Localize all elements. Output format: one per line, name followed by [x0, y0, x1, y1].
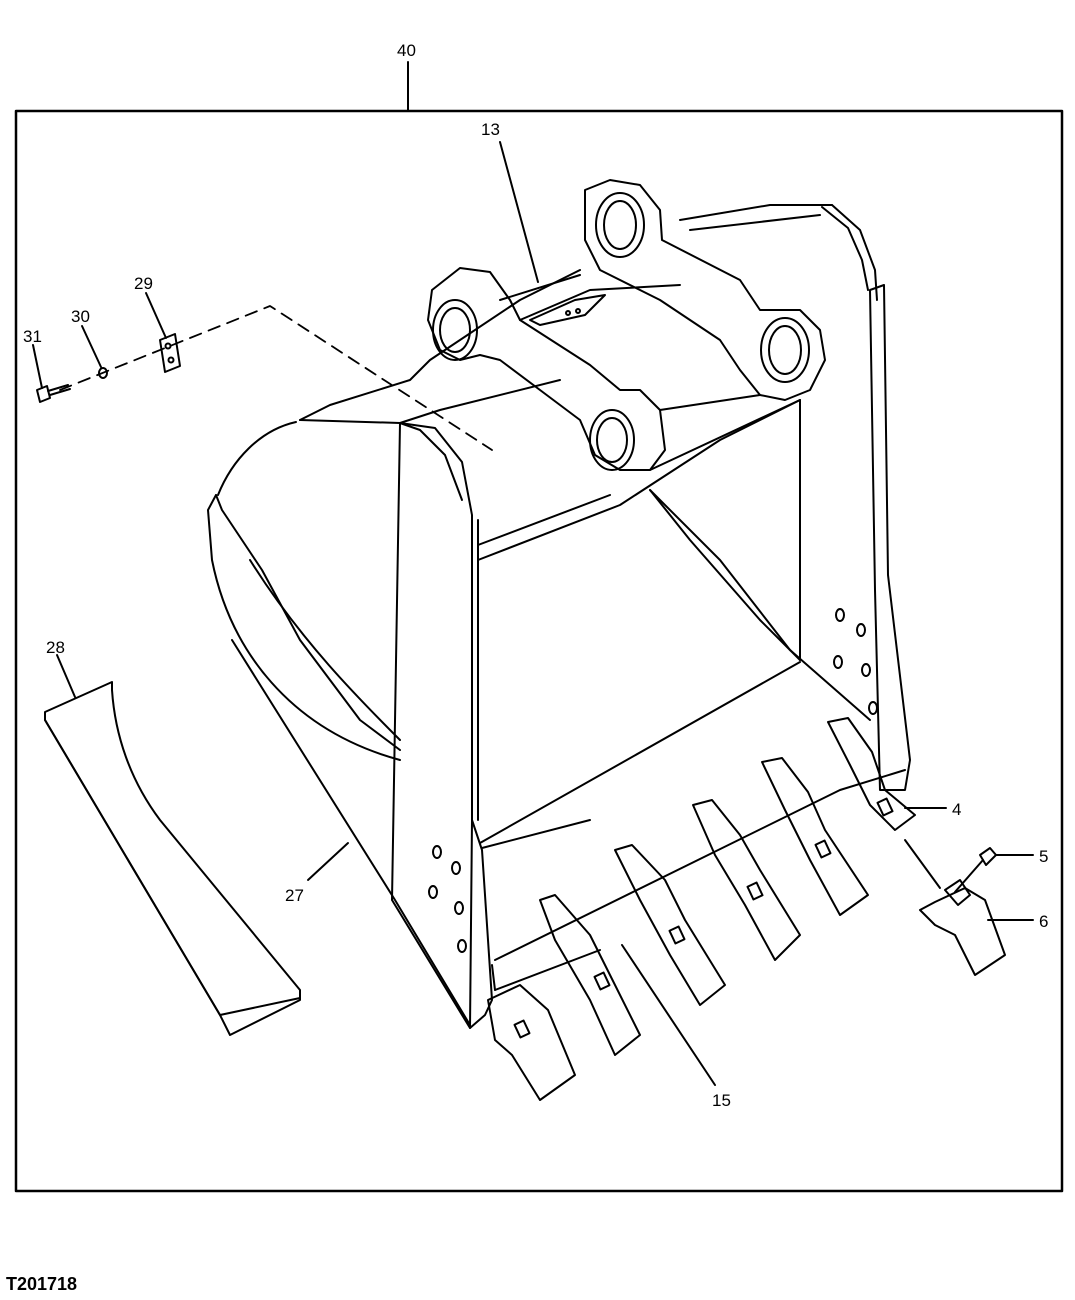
leader-13	[499, 141, 539, 283]
callout-6: 6	[1039, 912, 1048, 931]
side-wear-plate	[44, 681, 301, 1036]
callout-30: 30	[71, 307, 90, 326]
bucket-teeth	[487, 717, 916, 1101]
leader-30	[81, 325, 102, 368]
washer-30	[98, 367, 108, 379]
pin-bore-bottom-left	[589, 409, 635, 471]
leader-29	[145, 292, 167, 339]
callout-31: 31	[23, 327, 42, 346]
leader-27	[307, 842, 349, 881]
install-path-dashed	[59, 305, 493, 451]
callout-4: 4	[952, 800, 961, 819]
bucket-body	[207, 204, 911, 1029]
diagram-frame	[14, 109, 1064, 1193]
pin-bore-bottom-right	[760, 317, 810, 383]
figure-id: T201718	[6, 1274, 78, 1294]
callout-27: 27	[285, 886, 304, 905]
callout-28: 28	[46, 638, 65, 657]
bracket-29	[159, 333, 181, 373]
pin-bore-top-left	[432, 299, 478, 361]
exploded-tooth	[904, 839, 1006, 976]
callout-5: 5	[1039, 847, 1048, 866]
callout-40: 40	[397, 41, 416, 60]
leader-31	[32, 344, 43, 389]
callout-15: 15	[712, 1091, 731, 1110]
bolt-31	[36, 384, 71, 403]
pin-bore-top-right	[595, 192, 645, 258]
link-bracket	[427, 179, 826, 471]
callout-13: 13	[481, 120, 500, 139]
exploded-pin	[954, 847, 997, 893]
callout-29: 29	[134, 274, 153, 293]
leader-15	[621, 944, 716, 1086]
leader-28	[56, 654, 76, 698]
